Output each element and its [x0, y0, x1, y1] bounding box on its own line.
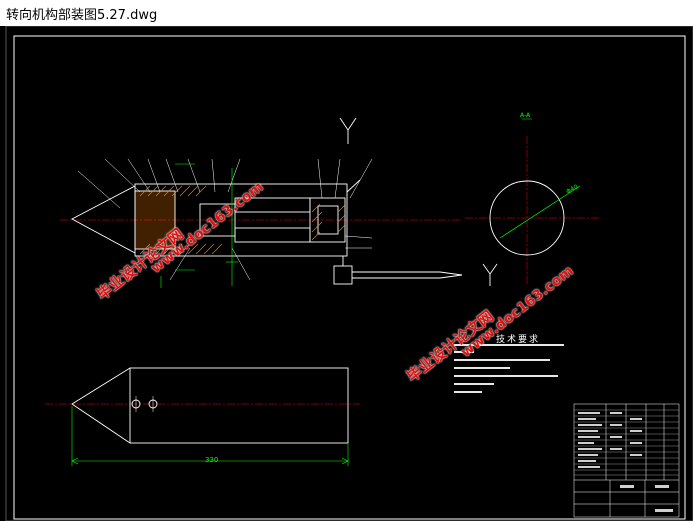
hatch-left: [139, 185, 223, 255]
right-inner: [317, 205, 339, 235]
arrow-shaft: [352, 271, 463, 279]
assembly-view: [60, 117, 498, 286]
section-markers: [160, 163, 238, 288]
left-cap: [134, 190, 176, 250]
title-block-text: [578, 412, 673, 512]
lower-stub: [333, 265, 353, 285]
drawing-svg: [5, 26, 693, 521]
title-bar: 转向机构部装图5.27.dwg: [0, 0, 693, 26]
y-mark-top: [339, 117, 357, 131]
cone-tip: [71, 185, 136, 254]
sheet-frame: [13, 35, 686, 520]
part-tip: [71, 367, 131, 444]
length-dimension: 330: [205, 456, 219, 464]
y-mark-bottom: [482, 263, 498, 275]
section-view: [465, 136, 600, 286]
inner-bearing: [199, 203, 236, 237]
diameter-leader: [499, 185, 581, 239]
right-block: [309, 197, 346, 243]
leader-lines: [77, 158, 373, 281]
tech-requirements-title: 技术要求: [496, 335, 541, 345]
section-label: A-A: [520, 112, 531, 119]
inner-shaft-bottom: [234, 227, 311, 243]
window-title: 转向机构部装图5.27.dwg: [6, 8, 158, 23]
part-view: [45, 367, 360, 444]
drawing-canvas[interactable]: 技术要求 330 A-A Φ40 毕业设计论文网 www.doc163.com …: [0, 26, 693, 521]
title-block-rows: [574, 409, 679, 476]
part-body: [129, 367, 349, 444]
section-circle: [489, 180, 565, 256]
tech-note-marks: [454, 344, 564, 393]
right-taper-top: [346, 179, 361, 193]
title-block: [573, 403, 680, 518]
part-dimension: [71, 406, 349, 466]
outer-frame: [5, 26, 693, 521]
hatch-right: [311, 203, 346, 241]
